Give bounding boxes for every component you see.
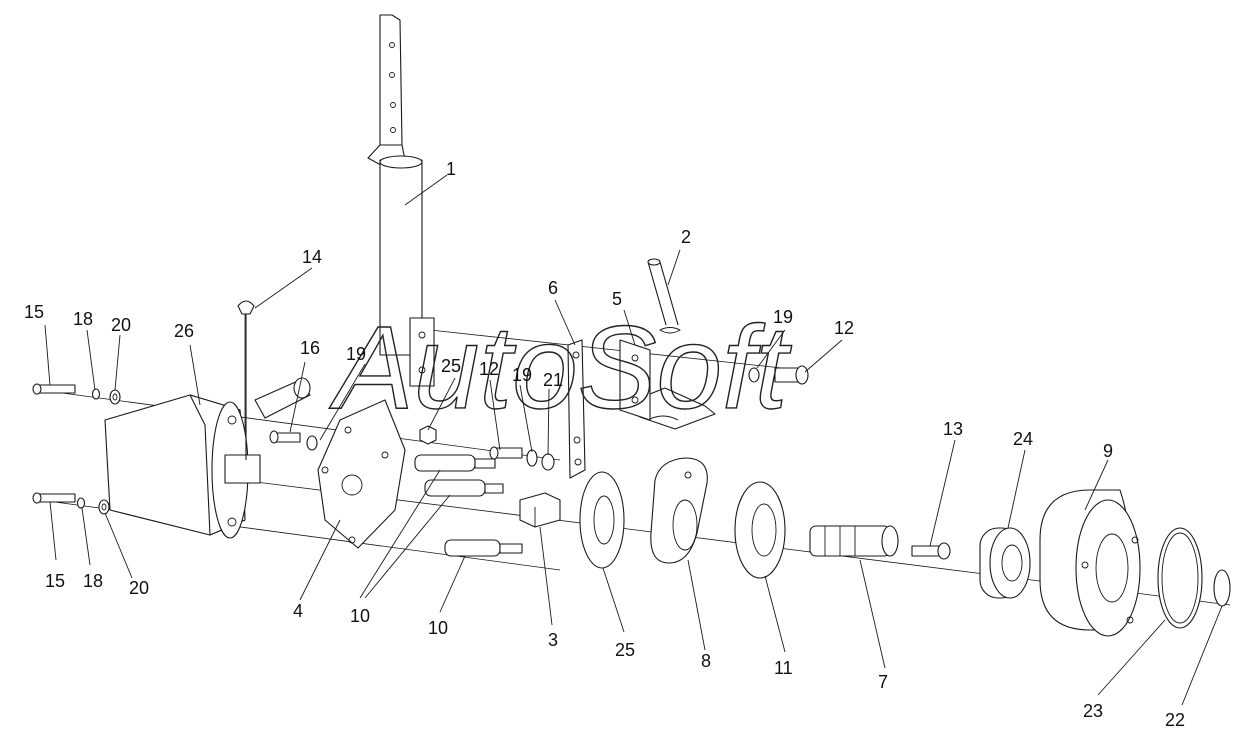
- part-22-clip: [1213, 569, 1231, 607]
- callout-18-upper: 18: [73, 309, 93, 329]
- part-13-bolt: [911, 542, 951, 560]
- part-26-housing: [104, 377, 311, 539]
- part-20-washers: [98, 389, 121, 515]
- callout-21: 21: [543, 370, 563, 390]
- callout-23: 23: [1083, 701, 1103, 721]
- part-10-pin-lower: [444, 539, 523, 557]
- part-4-flange-plate: [317, 399, 406, 549]
- part-14-pin: [237, 300, 255, 460]
- callout-6: 6: [548, 278, 558, 298]
- part-23-snap-ring: [1157, 527, 1203, 629]
- callout-11: 11: [774, 658, 793, 678]
- part-12-bolt-left: [489, 446, 523, 460]
- callout-7: 7: [878, 672, 888, 692]
- callout-25-upper: 25: [441, 356, 461, 376]
- part-21-washer: [541, 453, 555, 471]
- callout-26: 26: [174, 321, 194, 341]
- callout-2: 2: [681, 227, 691, 247]
- callout-19-right: 19: [773, 307, 793, 327]
- callout-labels: 1 2 3 4 5 6 7 8 9 10 10 11 12 12 13 14 1…: [24, 159, 1185, 730]
- callout-10-lower: 10: [428, 618, 448, 638]
- callout-20-lower: 20: [129, 578, 149, 598]
- part-10-pin-upper: [414, 454, 496, 472]
- part-15-screw-lower: [32, 492, 76, 504]
- part-19-washer-mid: [526, 449, 538, 467]
- part-12-bolt-right: [774, 365, 809, 385]
- callout-12-left: 12: [479, 359, 499, 379]
- callout-13: 13: [943, 419, 963, 439]
- callout-1: 1: [446, 159, 456, 179]
- callout-9: 9: [1103, 441, 1113, 461]
- callout-24: 24: [1013, 429, 1033, 449]
- callout-22: 22: [1165, 710, 1185, 730]
- part-24-bearing: [979, 527, 1031, 599]
- part-1-column-tube: [367, 14, 435, 387]
- callout-15-upper: 15: [24, 302, 44, 322]
- callout-19-mid: 19: [512, 365, 532, 385]
- callout-18-lower: 18: [83, 571, 103, 591]
- part-8-cam-plate: [650, 457, 708, 564]
- callout-14: 14: [302, 247, 322, 267]
- callout-19-left: 19: [346, 344, 366, 364]
- part-19-washer-right: [748, 367, 760, 383]
- callout-10-upper: 10: [350, 606, 370, 626]
- callout-15-lower: 15: [45, 571, 65, 591]
- callout-3: 3: [548, 630, 558, 650]
- part-18-washers: [76, 388, 101, 509]
- callout-20-upper: 20: [111, 315, 131, 335]
- callout-5: 5: [612, 289, 622, 309]
- part-11-ring: [734, 481, 786, 579]
- part-7-splined-shaft: [809, 525, 899, 557]
- callout-4: 4: [293, 601, 303, 621]
- callout-8: 8: [701, 651, 711, 671]
- callout-12-right: 12: [834, 318, 854, 338]
- part-6-bracket: [567, 339, 586, 479]
- callout-16: 16: [300, 338, 320, 358]
- watermark-text: AutoSoft: [329, 302, 792, 434]
- part-15-screw-upper: [32, 383, 76, 395]
- leader-lines: [44, 174, 1223, 706]
- part-5-plate: [619, 339, 651, 421]
- part-25-nut: [419, 425, 437, 445]
- part-16-bolt: [269, 430, 318, 451]
- callout-25-lower: 25: [615, 640, 635, 660]
- part-25-washer: [579, 471, 625, 569]
- part-9-collar: [1039, 489, 1141, 637]
- part-3-block: [519, 492, 561, 528]
- part-10-pin-middle: [424, 479, 504, 497]
